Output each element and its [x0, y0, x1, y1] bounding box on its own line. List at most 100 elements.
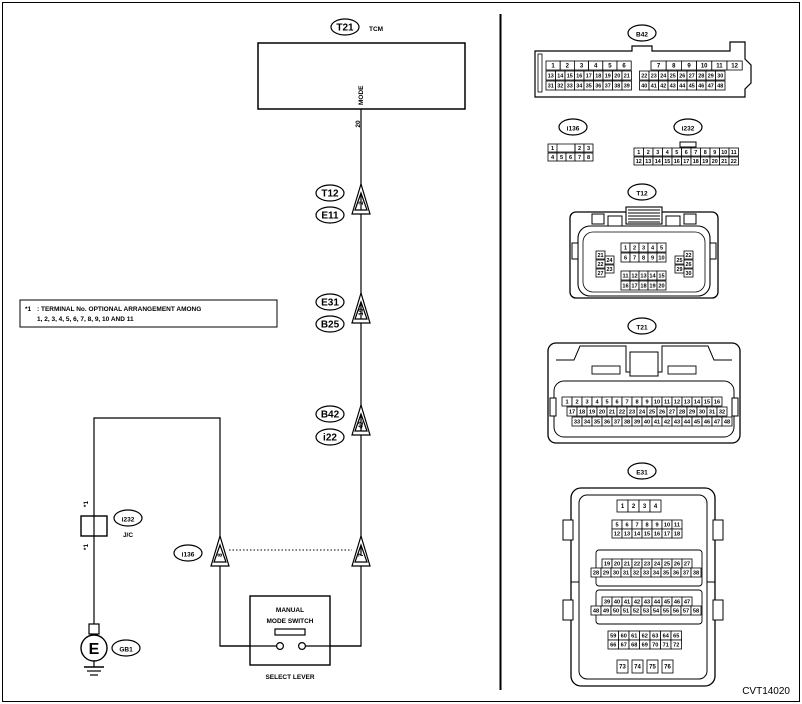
terminal-number: 19: [702, 159, 708, 165]
terminal-number: 5: [660, 246, 663, 252]
terminal-number: 20: [599, 410, 605, 416]
terminal-cavity: [726, 60, 743, 71]
terminal-number: 39: [624, 83, 630, 89]
terminal-number: 46: [698, 83, 704, 89]
terminal-number: 19: [589, 410, 595, 416]
terminal-number: 45: [664, 600, 670, 606]
view-label-oval: [627, 183, 657, 201]
terminal-number: 73: [619, 665, 626, 671]
e31-inner-shell: [578, 494, 708, 680]
e31-side-key-left-1: [562, 519, 574, 541]
terminal-number: 74: [634, 665, 641, 671]
terminal-number: 42: [664, 420, 670, 426]
terminal-number: 4: [666, 150, 669, 156]
terminal-cavity: [583, 143, 594, 153]
terminal-number: 8: [642, 256, 645, 262]
view-label-oval: [627, 24, 657, 42]
jc-wire-upper: [93, 417, 221, 545]
terminal-number: 14: [557, 73, 563, 79]
terminal-cavity: [616, 659, 629, 674]
terminal-number: 15: [704, 400, 710, 406]
terminal-number: 21: [609, 410, 615, 416]
t12-tab-left: [591, 213, 605, 225]
note-marker: *1: [25, 306, 32, 313]
terminal-number: 45: [689, 83, 695, 89]
terminal-number: 19: [605, 73, 611, 79]
terminal-number: 20: [614, 73, 620, 79]
lever-pin-left: 8: [217, 553, 224, 557]
terminal-number: 47: [708, 83, 714, 89]
terminal-number: 19: [649, 284, 655, 290]
terminal-number: 4: [594, 64, 598, 70]
t12-lock: [625, 206, 663, 225]
terminal-number: 9: [687, 64, 691, 70]
terminal-number: 5: [608, 64, 612, 70]
terminal-number: 1: [637, 150, 640, 156]
switch-contact-left: [276, 641, 285, 650]
terminal-number: 25: [677, 258, 683, 264]
terminal-number: 56: [673, 609, 679, 615]
lever-pin-right: 7: [358, 553, 365, 557]
terminal-number: 32: [557, 83, 563, 89]
terminal-number: 34: [576, 83, 582, 89]
terminal-cavity: [715, 70, 726, 81]
terminal-number: 14: [694, 400, 701, 406]
terminal-number: 18: [693, 159, 699, 165]
i232-latch: [679, 141, 697, 148]
connector-pin: 2: [358, 201, 365, 205]
view-label-oval: [558, 118, 588, 136]
terminal-number: 65: [673, 634, 679, 640]
terminal-cavity: [683, 250, 694, 260]
terminal-number: 4: [654, 504, 658, 510]
terminal-number: 38: [614, 83, 620, 89]
terminal-number: 26: [674, 562, 680, 568]
e31-housing: [570, 487, 716, 687]
terminal-number: 5: [615, 523, 618, 529]
terminal-number: 7: [578, 155, 581, 161]
terminal-number: 1: [624, 246, 627, 252]
terminal-number: 8: [635, 400, 638, 406]
terminal-number: 19: [604, 562, 610, 568]
note-box: [19, 299, 278, 328]
terminal-number: 33: [643, 571, 649, 577]
terminal-number: 68: [631, 643, 637, 649]
terminal-number: 3: [642, 246, 645, 252]
terminal-number: 31: [709, 410, 715, 416]
switch-label-1: MANUAL: [276, 607, 304, 614]
terminal-number: 66: [610, 643, 616, 649]
terminal-number: 24: [639, 410, 646, 416]
tcm-name: TCM: [369, 26, 383, 33]
terminal-number: 4: [595, 400, 599, 406]
terminal-number: 13: [684, 400, 690, 406]
terminal-number: 2: [578, 146, 581, 152]
switch-caption: SELECT LEVER: [265, 674, 314, 681]
view-label: T12: [636, 191, 648, 198]
terminal-number: 38: [624, 420, 630, 426]
terminal-number: 16: [576, 73, 582, 79]
terminal-number: 9: [651, 256, 654, 262]
view-label-oval: [627, 462, 657, 480]
terminal-number: 1: [565, 400, 568, 406]
terminal-number: 29: [603, 571, 609, 577]
terminal-number: 10: [721, 150, 727, 156]
connector-oval-bottom: [315, 428, 345, 446]
terminal-number: 8: [587, 155, 590, 161]
connector-label-bottom: i22: [323, 433, 337, 444]
jc-mark-top: *1: [83, 501, 90, 508]
view-label-oval: [673, 118, 703, 136]
terminal-cavity: [547, 143, 558, 153]
terminal-number: 29: [708, 73, 714, 79]
terminal-number: 13: [548, 73, 554, 79]
terminal-cavity: [595, 259, 606, 269]
t21-clip-left: [591, 365, 621, 375]
terminal-number: 10: [654, 400, 660, 406]
terminal-number: 5: [560, 155, 563, 161]
wire-connector-e31-b25: E31 B25 19: [315, 290, 371, 333]
terminal-number: 11: [731, 150, 737, 156]
